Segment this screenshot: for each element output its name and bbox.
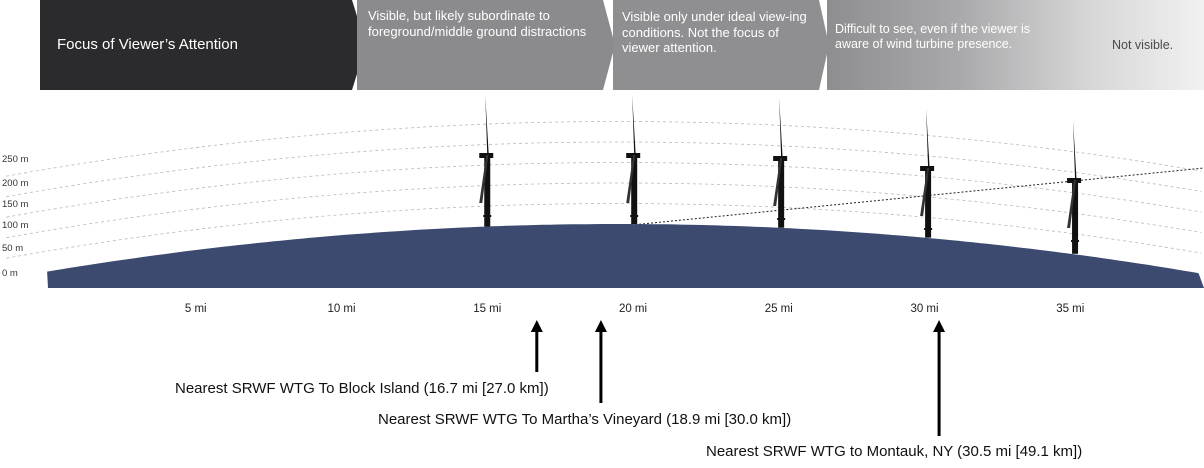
- zone-1-label: Focus of Viewer’s Attention: [57, 36, 238, 53]
- y-tick-label: 100 m: [2, 220, 28, 231]
- callout-block-island: Nearest SRWF WTG To Block Island (16.7 m…: [175, 380, 549, 397]
- x-tick-label: 10 mi: [327, 303, 355, 315]
- zone-2-label: Visible, but likely subordinate to foreg…: [368, 8, 587, 39]
- zone-arrow-3: [819, 0, 829, 90]
- height-gridlines: [6, 121, 1202, 259]
- gridline-150m: [6, 162, 1202, 218]
- turbine-25mi: [773, 98, 788, 228]
- x-tick-label: 30 mi: [910, 303, 938, 315]
- callout-montauk: Nearest SRWF WTG to Montauk, NY (30.5 mi…: [706, 443, 1083, 460]
- zone-arrow-2: [603, 0, 615, 90]
- turbine-20mi: [626, 95, 641, 225]
- y-tick-label: 250 m: [2, 154, 28, 165]
- y-axis-labels: 0 m 50 m 100 m 150 m 200 m 250 m: [2, 154, 28, 279]
- visibility-banner: Focus of Viewer’s Attention Visible, but…: [0, 0, 1204, 90]
- turbine-35mi: [1067, 120, 1082, 254]
- zone-5-label: Not visible.: [1112, 38, 1174, 52]
- zone-4-label: Difficult to see, even if the viewer is …: [835, 22, 1030, 51]
- gridline-200m: [6, 141, 1202, 198]
- zone-visible-subordinate: [357, 0, 603, 90]
- y-tick-label: 200 m: [2, 178, 28, 189]
- turbine-30mi: [920, 108, 935, 238]
- zone-3-label: Visible only under ideal view-ing condit…: [622, 9, 807, 56]
- x-tick-label: 35 mi: [1056, 303, 1084, 315]
- callout-arrow: [594, 320, 607, 403]
- x-tick-label: 15 mi: [473, 303, 501, 315]
- callout-arrow: [933, 320, 946, 436]
- gridline-100m: [6, 182, 1202, 239]
- callout-arrow: [530, 320, 543, 372]
- earth-curvature: [47, 224, 1204, 288]
- callout-arrows: [530, 320, 946, 436]
- callout-marthas-vineyard: Nearest SRWF WTG To Martha’s Vineyard (1…: [378, 411, 792, 428]
- visibility-profile-diagram: 0 m 50 m 100 m 150 m 200 m 250 m 5 mi 10 mi 15 …: [2, 95, 1204, 436]
- zone-difficult-to-see: [827, 0, 1204, 90]
- y-tick-label: 50 m: [2, 243, 23, 254]
- zone-focus-of-attention: [40, 0, 352, 90]
- y-tick-label: 0 m: [2, 268, 18, 279]
- zone-ideal-conditions: [613, 0, 819, 90]
- turbine-15mi: [479, 95, 494, 227]
- gridline-250m: [6, 121, 1202, 177]
- x-axis-labels: 5 mi 10 mi 15 mi 20 mi 25 mi 30 mi 35 mi: [185, 303, 1084, 315]
- x-tick-label: 25 mi: [765, 303, 793, 315]
- y-tick-label: 150 m: [2, 199, 28, 210]
- x-tick-label: 20 mi: [619, 303, 647, 315]
- turbines: [479, 95, 1082, 254]
- x-tick-label: 5 mi: [185, 303, 207, 315]
- gridline-50m: [6, 203, 1202, 259]
